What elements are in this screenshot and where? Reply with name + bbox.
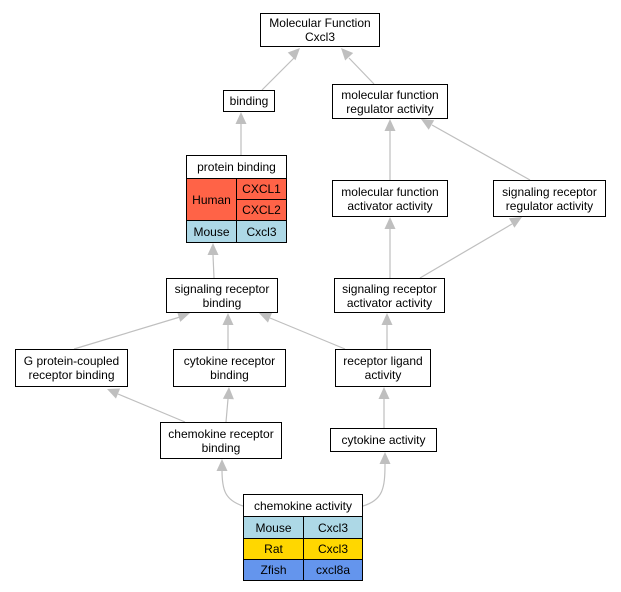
node-chemokine-activity[interactable]: chemokine activity Mouse Cxcl3 Rat Cxcl3… — [243, 494, 363, 581]
edge-chemokineactivity-to-chemorecbinding — [221, 469, 244, 507]
gene-cell-cxcl3: Cxcl3 — [304, 516, 362, 538]
edge-chemokineactivity-to-chemorecbinding-arrowhead — [216, 459, 228, 471]
edge-mfreg-to-root-arrowhead — [341, 48, 354, 61]
edge-receptorligand-to-sractivator-arrowhead — [381, 313, 393, 325]
edge-chemorecbinding-to-gpcr-arrowhead — [107, 388, 121, 399]
edge-chemorecbinding-to-cytokinerecbinding-arrowhead — [222, 387, 234, 400]
edge-gpcr-to-srbinding — [73, 316, 181, 350]
node-protein-binding[interactable]: protein binding Human CXCL1 CXCL2 Mouse … — [186, 155, 287, 243]
species-cell-mouse: Mouse — [244, 516, 304, 538]
edge-receptorligand-to-srbinding-arrowhead — [259, 312, 273, 323]
node-signaling-receptor-activator-activity[interactable]: signaling receptor activator activity — [334, 278, 445, 313]
node-binding[interactable]: binding — [223, 90, 275, 112]
edge-chemorecbinding-to-gpcr — [117, 393, 186, 423]
node-signaling-receptor-binding[interactable]: signaling receptor binding — [166, 278, 278, 313]
node-cytokine-activity[interactable]: cytokine activity — [330, 428, 437, 452]
edge-proteinbinding-to-binding-arrowhead — [235, 112, 247, 124]
edge-chemokineactivity-to-cytokineactivity-arrowhead — [379, 452, 391, 464]
node-molecular-function-root[interactable]: Molecular Function Cxcl3 — [260, 13, 380, 47]
edge-binding-to-root-arrowhead — [287, 48, 300, 61]
edge-gpcr-to-srbinding-arrowhead — [176, 311, 190, 322]
node-signaling-receptor-regulator-activity[interactable]: signaling receptor regulator activity — [493, 180, 606, 217]
gene-cell-cxcl1: CXCL1 — [237, 178, 286, 199]
edge-mfactivator-to-mfreg-arrowhead — [384, 119, 396, 131]
node-molecular-function-activator-activity[interactable]: molecular function activator activity — [332, 180, 448, 217]
chemokine-activity-title: chemokine activity — [253, 498, 353, 513]
edge-chemorecbinding-to-cytokinerecbinding — [225, 398, 229, 423]
gene-cell-cxcl2: CXCL2 — [237, 199, 286, 220]
edge-mfreg-to-root — [348, 57, 375, 85]
node-cytokine-receptor-binding[interactable]: cytokine receptor binding — [173, 349, 286, 387]
edge-srbinding-to-proteinbinding — [212, 254, 215, 279]
edge-binding-to-root — [261, 56, 296, 91]
edge-srregulator-to-mfreg — [431, 124, 531, 181]
edge-sractivator-to-mfactivator-arrowhead — [384, 217, 396, 229]
edge-srregulator-to-mfreg-arrowhead — [421, 119, 435, 130]
gene-cell-cxcl3: Cxcl3 — [304, 538, 362, 559]
protein-binding-title: protein binding — [197, 160, 276, 174]
node-chemokine-receptor-binding[interactable]: chemokine receptor binding — [160, 422, 282, 459]
edge-sractivator-to-srregulator-arrowhead — [508, 217, 522, 228]
edge-srbinding-to-proteinbinding-arrowhead — [207, 243, 219, 255]
species-cell-human: Human — [187, 178, 237, 220]
gene-cell-cxcl8a: cxcl8a — [304, 559, 362, 580]
edge-sractivator-to-srregulator — [419, 223, 513, 279]
edge-receptorligand-to-srbinding — [269, 317, 346, 350]
node-molecular-function-regulator-activity[interactable]: molecular function regulator activity — [332, 84, 448, 119]
species-cell-mouse: Mouse — [187, 220, 237, 242]
species-cell-zfish: Zfish — [244, 559, 304, 580]
edge-cytokinerecbinding-to-srbinding-arrowhead — [222, 313, 234, 325]
edge-chemokineactivity-to-cytokineactivity — [362, 463, 386, 507]
node-gpcr-binding[interactable]: G protein-coupled receptor binding — [15, 349, 128, 387]
node-receptor-ligand-activity[interactable]: receptor ligand activity — [335, 349, 431, 387]
species-cell-rat: Rat — [244, 538, 304, 559]
gene-cell-cxcl3: Cxcl3 — [237, 220, 286, 242]
edge-cytokineactivity-to-receptorligand-arrowhead — [378, 387, 390, 399]
